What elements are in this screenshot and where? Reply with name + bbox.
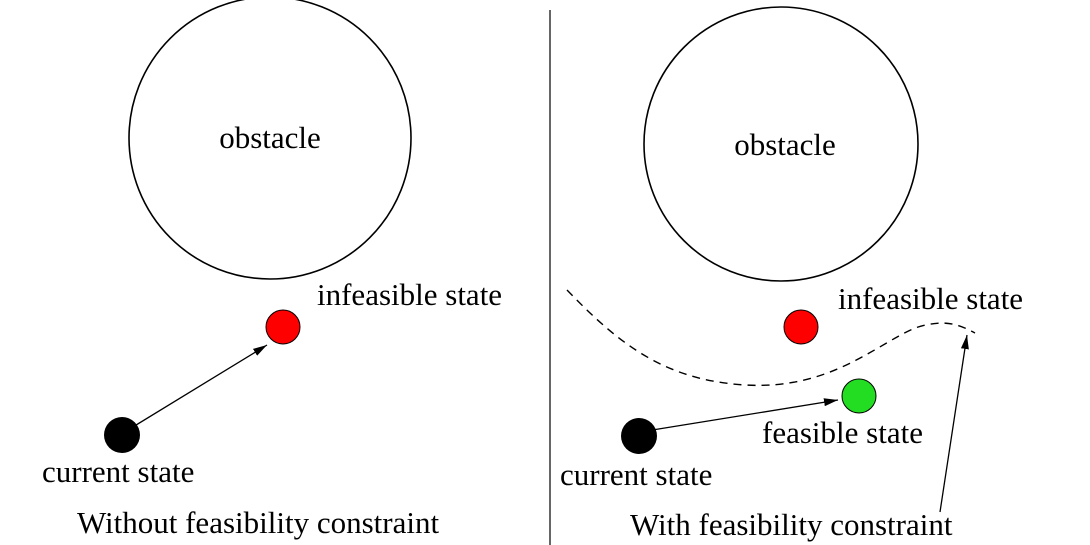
current-state-dot: [104, 417, 140, 453]
infeasible-state-dot: [783, 309, 819, 345]
left-caption: Without feasibility constraint: [77, 505, 439, 540]
infeasible-state-label: infeasible state: [838, 281, 1023, 316]
constraint-pointer-arrow: [939, 334, 969, 513]
right-caption: With feasibility constraint: [630, 507, 953, 542]
left-panel: obstacle infeasible state current state …: [42, 0, 502, 540]
right-panel: obstacle infeasible state feasible state…: [560, 6, 1023, 542]
feasibility-boundary-curve: [566, 289, 976, 387]
transition-arrow: [122, 344, 268, 434]
feasible-state-dot: [841, 378, 877, 414]
current-state-dot: [621, 418, 657, 454]
transition-arrow: [639, 398, 839, 433]
obstacle-circle: [128, 0, 412, 280]
current-state-label: current state: [42, 454, 194, 489]
infeasible-state-label: infeasible state: [317, 277, 502, 312]
infeasible-state-dot: [265, 309, 301, 345]
obstacle-label: obstacle: [219, 120, 321, 155]
current-state-label: current state: [560, 457, 712, 492]
obstacle-circle: [643, 6, 919, 282]
feasible-state-label: feasible state: [762, 415, 923, 450]
obstacle-label: obstacle: [734, 127, 836, 162]
